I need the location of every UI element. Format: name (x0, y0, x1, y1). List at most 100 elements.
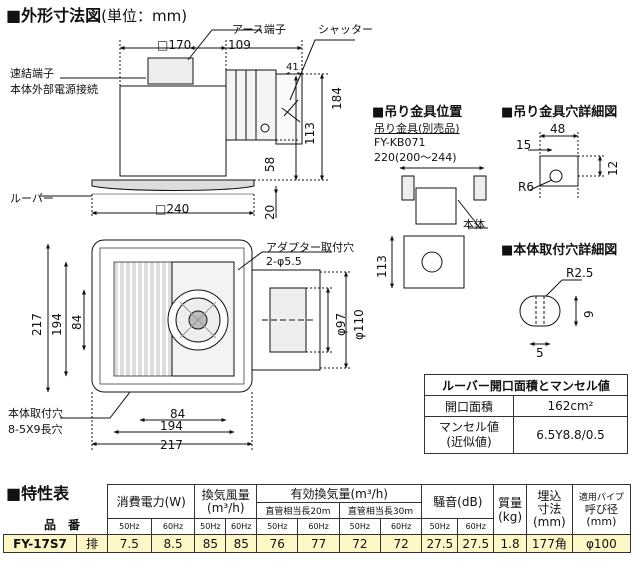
mount-dim-9: 9 (582, 310, 596, 318)
spec-hz60-cell: 60Hz (380, 518, 423, 535)
label-shutter: シャッター (318, 23, 373, 36)
hanger-pos-heading: ■吊り金具位置 (372, 105, 463, 120)
outline-drawing (40, 29, 606, 450)
dim-phi97: φ97 (334, 312, 348, 336)
spec-value: 7.5 (107, 534, 152, 553)
dim-240: □240 (155, 202, 190, 216)
spec-value: φ100 (571, 534, 632, 553)
dim-170: □170 (157, 38, 192, 52)
label-adapter: アダプター取付穴 2-φ5.5 (266, 239, 354, 268)
hanger-part-label: 吊り金具(別売品) (374, 122, 460, 135)
dim-58: 58 (263, 156, 277, 172)
hole-dim-15: 15 (516, 138, 532, 152)
spec-hz50-cell: 50Hz (107, 518, 152, 535)
hanger-dim-113: 113 (375, 255, 389, 278)
munsell-label-2: (近似値) (446, 435, 492, 449)
dim-109: 109 (228, 38, 251, 52)
label-connector-2: 本体外部電源接続 (10, 83, 98, 96)
spec-pipe-2: 呼び径 (584, 502, 618, 516)
spec-value: 77 (297, 534, 340, 553)
mount-hole-view (519, 279, 582, 346)
outline-heading: ■外形寸法図(単位：mm) (6, 2, 187, 26)
spec-airflow-header: 換気風量 (m³/h) (194, 484, 258, 519)
hanger-view (390, 166, 488, 289)
hanger-hole-view (528, 132, 606, 200)
louver-area-label: 開口面積 (424, 395, 514, 417)
spec-emb-3: (mm) (533, 515, 566, 529)
spec-airflow-unit: (m³/h) (207, 500, 245, 515)
spec-emb-1: 埋込 (537, 489, 562, 503)
spec-hz60-cell: 60Hz (150, 518, 196, 535)
spec-pipe-1: 適用パイプ (578, 492, 624, 503)
mount-hole-heading: ■本体取付穴詳細図 (501, 243, 618, 258)
hanger-part-no: FY-KB071 (374, 136, 426, 149)
spec-model-header: 品 番 (44, 518, 81, 532)
dim-41: 41 (286, 62, 299, 73)
spec-mass-header: 質量 (kg) (493, 484, 527, 535)
spec-table: 消費電力(W) 換気風量 (m³/h) 有効換気量(m³/h) 騒音(dB) 質… (3, 484, 632, 553)
louver-table-title: ルーバー開口面積とマンセル値 (424, 374, 628, 396)
spec-mass-unit: (kg) (498, 509, 523, 524)
spec-value: 27.5 (457, 534, 495, 553)
spec-hz50-cell: 50Hz (338, 518, 382, 535)
dim-194-v: 194 (50, 313, 64, 336)
spec-value: 72 (380, 534, 423, 553)
hole-dim-12: 12 (606, 160, 620, 176)
spec-duct30-header: 直管相当長30m (338, 502, 423, 519)
spec-power-header: 消費電力(W) (106, 484, 196, 519)
label-adapter-1: アダプター取付穴 (266, 241, 354, 254)
spec-effective-header: 有効換気量(m³/h) (256, 484, 423, 503)
mount-dim-r25: R2.5 (566, 266, 594, 280)
spec-value: 27.5 (421, 534, 459, 553)
spec-value: 85 (194, 534, 227, 553)
dim-84-h: 84 (170, 407, 186, 421)
louver-area-value: 162cm² (513, 395, 628, 417)
spec-airflow-label: 換気風量 (201, 487, 250, 502)
outline-unit: (単位：mm) (101, 7, 188, 25)
spec-model: FY-17S7 (3, 534, 77, 553)
hole-dim-r6: R6 (518, 180, 534, 194)
spec-value: 1.8 (493, 534, 527, 553)
spec-hz60-cell: 60Hz (457, 518, 495, 535)
spec-data-row: FY-17S7 排 7.5 8.5 85 85 76 77 72 72 27.5… (3, 534, 632, 553)
spec-kind: 排 (76, 534, 108, 553)
spec-value: 85 (225, 534, 258, 553)
dim-184: 184 (330, 87, 344, 110)
bottom-view (46, 239, 352, 450)
hanger-body-label: 本体 (463, 218, 485, 231)
side-view (40, 29, 355, 218)
spec-value: 177角 (525, 534, 573, 553)
spec-pipe-header: 適用パイプ 呼び径 (mm) (571, 484, 632, 535)
label-adapter-2: 2-φ5.5 (266, 255, 302, 268)
label-earth: アース端子 (232, 23, 286, 36)
spec-hz50-cell: 50Hz (421, 518, 459, 535)
munsell-label-1: マンセル値 (438, 420, 499, 434)
spec-pipe-3: (mm) (586, 514, 617, 528)
munsell-value: 6.5Y8.8/0.5 (513, 416, 628, 454)
spec-noise-header: 騒音(dB) (421, 484, 495, 519)
mount-dim-5: 5 (536, 346, 544, 360)
label-mount: 本体取付穴 8-5X9長穴 (8, 405, 63, 437)
spec-corner (3, 484, 108, 535)
spec-hz50-cell: 50Hz (194, 518, 227, 535)
dim-113: 113 (303, 122, 317, 145)
louver-table: ルーバー開口面積とマンセル値 開口面積 162cm² マンセル値 (近似値) 6… (424, 374, 628, 454)
dim-84-v: 84 (70, 314, 84, 330)
spec-value: 8.5 (150, 534, 196, 553)
spec-mass-label: 質量 (498, 495, 523, 510)
spec-hz60-cell: 60Hz (297, 518, 340, 535)
hole-dim-48: 48 (550, 122, 566, 136)
label-mount-1: 本体取付穴 (8, 407, 63, 420)
spec-duct20-header: 直管相当長20m (256, 502, 340, 519)
label-connector-1: 速結端子 (10, 67, 54, 80)
dim-194-h: 194 (160, 419, 183, 433)
spec-hz50-cell: 50Hz (256, 518, 299, 535)
dim-217-h: 217 (160, 438, 183, 452)
label-connector: 速結端子 本体外部電源接続 (10, 65, 98, 97)
outline-title: ■外形寸法図 (6, 6, 102, 25)
spec-value: 76 (256, 534, 299, 553)
label-louver: ルーバー (10, 192, 54, 205)
spec-emb-2: 寸法 (537, 502, 562, 516)
hanger-labels: 吊り金具(別売品) FY-KB071 220(200～244) (374, 120, 460, 165)
